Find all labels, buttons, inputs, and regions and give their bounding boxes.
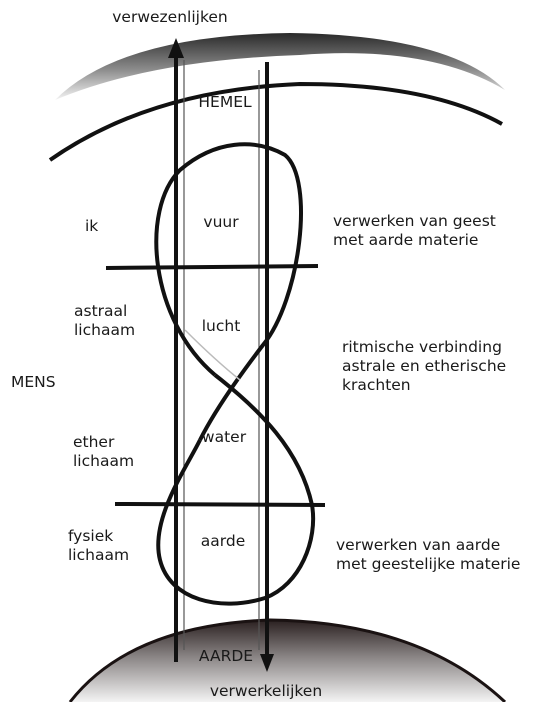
earth-label: AARDE — [199, 647, 253, 665]
heaven-dome — [55, 33, 505, 100]
body-astral-line2: lichaam — [74, 321, 135, 339]
process-top-line1: verwerken van geest — [333, 212, 496, 230]
element-air: lucht — [202, 317, 241, 335]
body-ether-line1: ether — [73, 433, 114, 451]
process-bottom-line2: met geestelijke materie — [336, 555, 520, 573]
process-bottom-line1: verwerken van aarde — [336, 536, 500, 554]
upper-horizontal-bar — [106, 266, 318, 268]
body-ik: ik — [85, 217, 98, 235]
element-fire: vuur — [203, 213, 238, 231]
body-physical-line2: lichaam — [68, 546, 129, 564]
top-label: verwezenlijken — [112, 8, 228, 26]
lower-loop — [158, 375, 313, 604]
body-astral-line1: astraal — [74, 302, 127, 320]
man-label: MENS — [11, 373, 56, 391]
body-ether-line2: lichaam — [73, 452, 134, 470]
heaven-label: HEMEL — [198, 93, 251, 111]
lower-horizontal-bar — [115, 504, 325, 505]
process-mid-line1: ritmische verbinding — [342, 338, 502, 356]
upper-loop — [156, 144, 301, 440]
bottom-label: verwerkelijken — [210, 682, 322, 700]
process-top-line2: met aarde materie — [333, 231, 478, 249]
process-mid-line2: astrale en etherische — [342, 357, 506, 375]
element-water: water — [202, 428, 246, 446]
body-physical-line1: fysiek — [68, 527, 113, 545]
process-mid-line3: krachten — [342, 376, 411, 394]
element-earth: aarde — [201, 532, 245, 550]
